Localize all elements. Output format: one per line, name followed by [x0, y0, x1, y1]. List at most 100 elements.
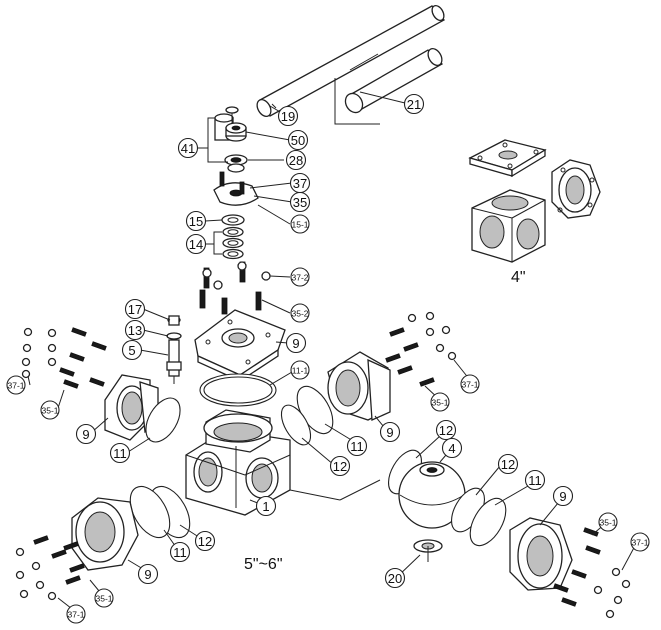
callout-number: 37-1 [7, 381, 24, 391]
callout-number: 50 [291, 133, 305, 148]
callout-circle [290, 214, 310, 234]
callout-circle [290, 267, 310, 287]
callout-35-1-bl: 35-1 [94, 588, 114, 608]
callout-number: 12 [198, 534, 212, 549]
washer-28 [224, 154, 248, 173]
callout-11-bl: 11 [169, 541, 191, 563]
callout-circle [379, 421, 401, 443]
callout-circle [329, 455, 351, 477]
callout-number: 35-1 [41, 406, 58, 416]
callout-circle [185, 210, 207, 232]
left-bolt-cluster [21, 327, 107, 389]
callout-circle [124, 319, 146, 341]
callout-35-1-r: 35-1 [430, 392, 450, 412]
ball-4 [398, 461, 466, 529]
callout-circle [441, 437, 463, 459]
callout-number: 35-1 [431, 398, 448, 408]
callout-number: 21 [407, 97, 421, 112]
callout-number: 11 [528, 473, 542, 488]
callout-9-top: 9 [285, 332, 307, 354]
callout-number: 9 [144, 567, 151, 582]
callout-9-bl: 9 [137, 563, 159, 585]
callout-12-b: 12 [435, 419, 457, 441]
callout-circle [255, 495, 277, 517]
callout-number: 11 [350, 439, 364, 454]
callout-number: 4 [448, 441, 455, 456]
callout-circle [497, 453, 519, 475]
callout-4: 4 [441, 437, 463, 459]
callout-circle [430, 392, 450, 412]
callout-37: 37 [289, 172, 311, 194]
callout-37-1-bl: 37-1 [66, 604, 86, 624]
packing-rings [221, 214, 245, 260]
callout-circle [384, 567, 406, 589]
callout-20: 20 [384, 567, 406, 589]
callout-circle [630, 532, 650, 552]
callout-number: 17 [128, 302, 142, 317]
callout-number: 19 [281, 109, 295, 124]
callout-number: 9 [559, 489, 566, 504]
callout-circle [121, 339, 143, 361]
callout-37-1-l: 37-1 [6, 375, 26, 395]
inset-4-inch [468, 139, 601, 263]
callout-circle [346, 435, 368, 457]
callout-number: 35 [293, 195, 307, 210]
callout-number: 35-1 [95, 594, 112, 604]
callout-number: 35-1 [599, 518, 616, 528]
callout-35-1-br: 35-1 [598, 512, 618, 532]
callout-number: 20 [388, 571, 402, 586]
callout-circle [75, 423, 97, 445]
callout-28: 28 [285, 149, 307, 171]
top-cover-bolts [199, 261, 271, 315]
callout-11-r: 11 [346, 435, 368, 457]
stem-5 [166, 315, 182, 384]
callout-number: 13 [128, 323, 142, 338]
callout-circle [124, 298, 146, 320]
callout-5: 5 [121, 339, 143, 361]
callout-15-1: 15-1 [290, 214, 310, 234]
callout-circle [285, 332, 307, 354]
bottom-right-flange [509, 517, 573, 591]
callout-circle [285, 149, 307, 171]
callout-number: 9 [292, 336, 299, 351]
callout-number: 37-2 [291, 273, 308, 283]
callout-12-r: 12 [329, 455, 351, 477]
callout-number: 9 [386, 425, 393, 440]
callout-circle [460, 374, 480, 394]
callout-circle [6, 375, 26, 395]
callout-1: 1 [255, 495, 277, 517]
callout-number: 1 [262, 499, 269, 514]
left-o-ring-11 [145, 397, 181, 443]
callout-circle [137, 563, 159, 585]
callout-number: 5 [128, 343, 135, 358]
o-ring-11-br [469, 497, 507, 547]
callout-17: 17 [124, 298, 146, 320]
bottom-left-flange [71, 497, 139, 571]
callout-11-1: 11-1 [290, 360, 310, 380]
callout-number: 37-1 [631, 538, 648, 548]
callout-circle [403, 93, 425, 115]
callout-12-br: 12 [497, 453, 519, 475]
callout-number: 14 [189, 237, 203, 252]
stem-seat-20 [413, 539, 443, 562]
callout-circle [277, 105, 299, 127]
callout-circle [185, 233, 207, 255]
callout-35-2: 35-2 [290, 303, 310, 323]
callout-19: 19 [277, 105, 299, 127]
right-bolt-cluster [385, 311, 457, 387]
callout-number: 9 [82, 427, 89, 442]
bottom-right-bolt-cluster [553, 527, 631, 619]
callout-circle [524, 469, 546, 491]
bottom-left-bolt-cluster [15, 535, 85, 601]
callout-circle [435, 419, 457, 441]
callout-circle [40, 400, 60, 420]
callout-number: 37 [293, 176, 307, 191]
callout-circle [552, 485, 574, 507]
callout-15: 15 [185, 210, 207, 232]
stopper-plate-15-1 [213, 171, 259, 206]
callout-35: 35 [289, 191, 311, 213]
callout-circle [94, 588, 114, 608]
size-label-main: 5"~6" [244, 556, 283, 573]
callout-circle [290, 360, 310, 380]
